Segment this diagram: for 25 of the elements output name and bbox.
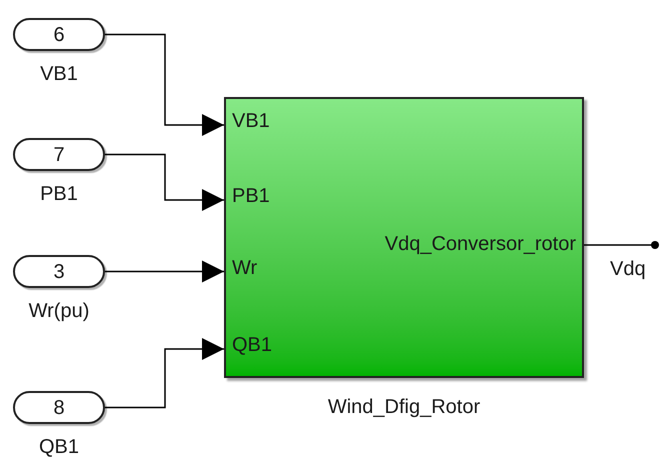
signal-name: Vdq	[610, 258, 646, 280]
inport-block	[13, 18, 105, 51]
port-label: PB1	[232, 185, 270, 207]
port-label: Wr	[232, 257, 258, 279]
inport-block	[13, 138, 105, 171]
port-name: QB1	[38, 436, 80, 458]
port-number: 3	[53, 260, 65, 282]
subsystem-block	[224, 97, 584, 378]
signal-line	[105, 260, 224, 282]
port-label: Vdq_Conversor_rotor	[384, 233, 576, 255]
port-number: 6	[53, 24, 65, 46]
signal-line	[584, 241, 659, 249]
signal-line	[105, 34, 224, 136]
signal-line	[105, 154, 224, 211]
port-number: 7	[53, 144, 65, 166]
port-name: Wr(pu)	[28, 300, 90, 322]
port-name: PB1	[39, 183, 79, 205]
port-number: 8	[53, 396, 65, 418]
port-name: VB1	[39, 63, 79, 85]
block-name: Wind_Dfig_Rotor	[326, 396, 482, 418]
inport-block	[13, 391, 105, 424]
port-label: QB1	[232, 334, 272, 356]
inport-block	[13, 255, 105, 288]
port-label: VB1	[232, 110, 270, 132]
signal-line	[105, 338, 224, 408]
